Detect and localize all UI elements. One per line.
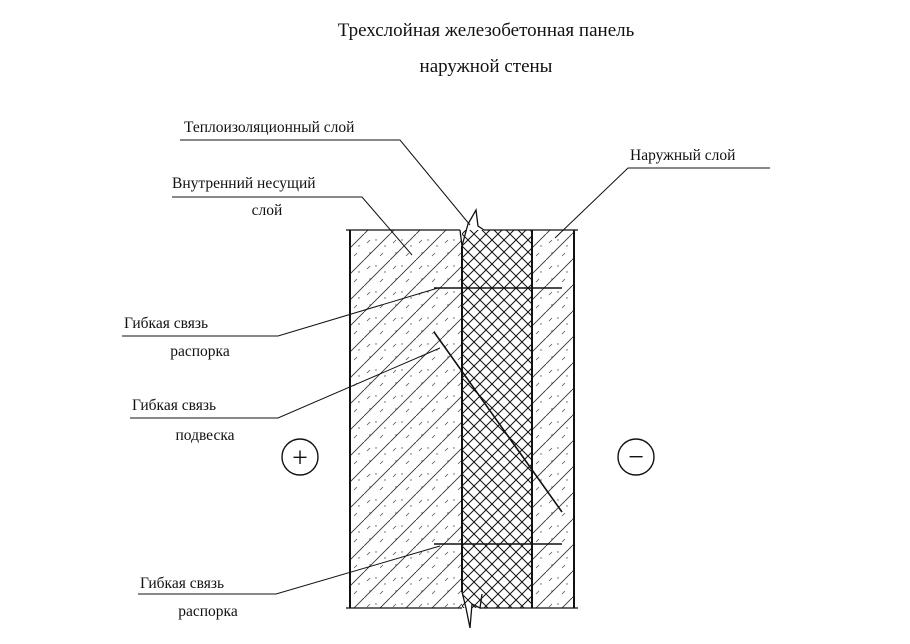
insulation-layer [462,230,532,608]
leader-outer [554,167,770,239]
leader-spacer-bottom [138,545,441,595]
leader-insulation [180,139,471,226]
leader-spacer-top [122,287,439,337]
plus-symbol: + [281,438,319,476]
title-line-1: Трехслойная железобетонная панель [338,20,635,41]
minus-sign: − [628,442,644,473]
leader-inner [172,196,413,256]
plus-circle-icon [281,438,319,476]
label-spacer-top-line1: Гибкая связь [124,315,208,332]
minus-symbol: − [617,438,655,476]
outer-layer [532,230,574,608]
leader-lines [122,139,770,595]
label-outer-layer: Наружный слой [630,147,735,164]
minus-circle-icon [617,438,655,476]
inner-load-bearing-layer [350,230,462,608]
panel-outline [349,230,575,608]
label-spacer-bottom-line2: распорка [178,603,238,620]
panel-edges [346,229,578,609]
hanger-tie [433,331,563,513]
break-line-top [459,207,485,247]
leader-hanger [130,347,441,419]
label-hanger-line2: подвеска [175,427,234,444]
label-inner-layer-line1: Внутренний несущий [172,175,316,192]
label-hanger-line1: Гибкая связь [132,397,216,414]
label-inner-layer-line2: слой [252,202,283,219]
title-line-2: наружной стены [420,56,553,77]
plus-sign: + [292,443,308,474]
label-spacer-top-line2: распорка [170,343,230,360]
break-line-bottom [461,591,483,629]
label-spacer-bottom-line1: Гибкая связь [140,575,224,592]
label-insulation-layer: Теплоизоляционный слой [184,119,354,136]
